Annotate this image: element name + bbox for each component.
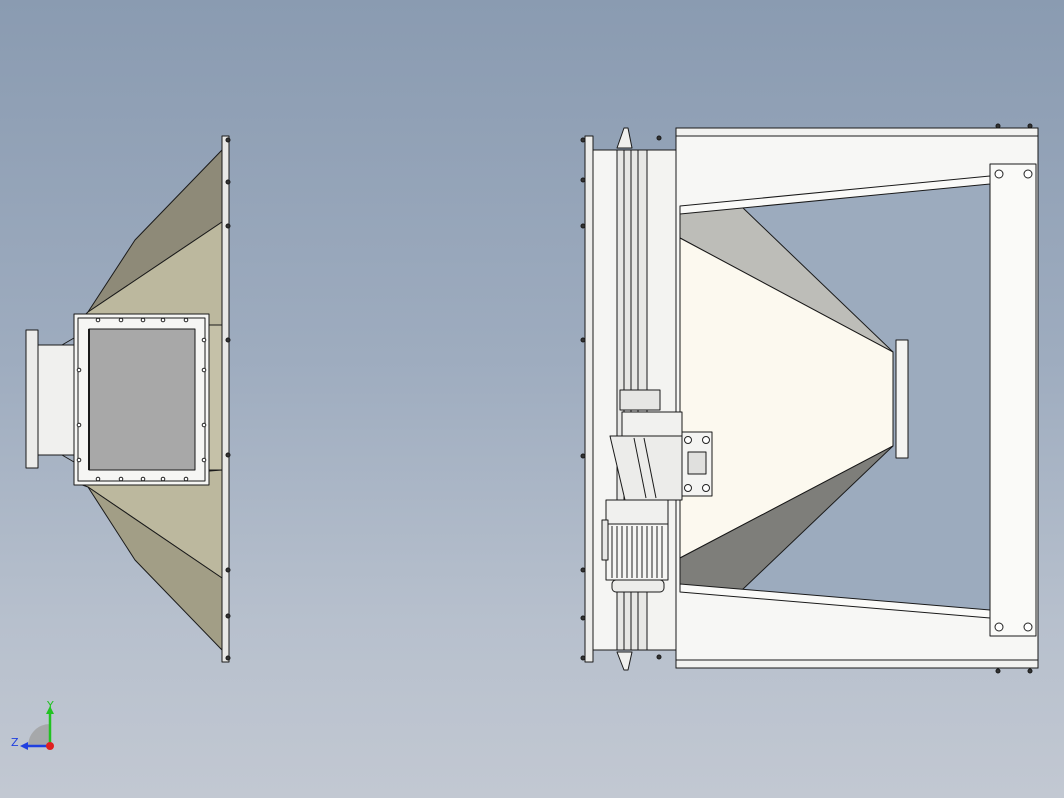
side-view-assembly[interactable] — [25, 135, 231, 663]
inlet-pipe — [37, 344, 75, 456]
triad-arc — [28, 724, 50, 746]
inspection-window — [88, 328, 196, 471]
side-flange-plate — [221, 135, 230, 663]
view-triad[interactable]: Y Z — [11, 699, 54, 750]
hopper-lower-face-dark — [87, 486, 223, 651]
motor[interactable] — [601, 499, 669, 593]
triad-y-label: Y — [46, 699, 54, 712]
left-rail-flange — [584, 135, 594, 663]
right-flange-bolts — [994, 169, 1033, 632]
gearbox[interactable] — [609, 389, 713, 501]
flange-bolts — [225, 137, 231, 661]
front-view-assembly[interactable] — [580, 123, 1039, 674]
triad-x-axis — [46, 742, 54, 750]
right-flange — [989, 163, 1037, 637]
triad-z-label: Z — [11, 736, 19, 749]
frame-bolts — [76, 317, 207, 482]
inlet-flange — [25, 329, 39, 469]
outlet-flange — [895, 339, 909, 459]
